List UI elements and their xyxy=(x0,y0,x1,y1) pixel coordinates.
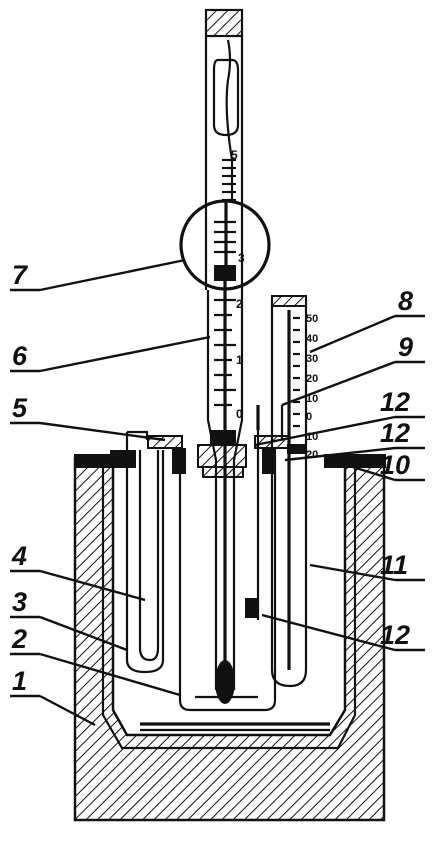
label-12-c: 12 xyxy=(380,620,410,650)
label-11: 11 xyxy=(380,550,408,580)
label-9: 9 xyxy=(398,332,413,362)
leader-lines xyxy=(10,258,425,727)
beckmann-tick-2: 2 xyxy=(236,297,243,311)
beckmann-tick-3: 3 xyxy=(238,251,245,265)
aux-scale-ticks xyxy=(293,316,300,428)
beckmann-tick-1: 1 xyxy=(236,353,243,367)
beckmann-bulb xyxy=(215,660,235,704)
aux-tick-20b: 20 xyxy=(306,449,318,461)
lid-left-step xyxy=(110,450,136,460)
outer-jacket xyxy=(73,456,386,822)
aux-tick-30: 30 xyxy=(306,353,318,365)
label-3: 3 xyxy=(12,587,27,617)
freezing-tube xyxy=(178,455,277,712)
beckmann-lower-ticks xyxy=(214,298,236,407)
stirrer-ring xyxy=(245,598,259,618)
beckmann-capillary xyxy=(225,39,234,200)
lid-right xyxy=(324,454,386,468)
beckmann-mid-ticks xyxy=(214,220,236,254)
label-5: 5 xyxy=(12,393,28,423)
label-7: 7 xyxy=(12,260,29,290)
cork-body xyxy=(202,466,244,478)
aux-tick-50: 50 xyxy=(306,313,318,325)
aux-tick-10a: 10 xyxy=(306,393,318,405)
aux-tick-20a: 20 xyxy=(306,373,318,385)
beckmann-tick-5: 5 xyxy=(231,148,238,162)
cork-right-block xyxy=(262,448,276,474)
beckmann-upper-stem xyxy=(204,36,244,290)
aux-thermometer xyxy=(270,300,308,688)
label-12-a: 12 xyxy=(380,387,410,417)
label-8: 8 xyxy=(398,286,413,316)
beckmann-lower-stem xyxy=(206,290,244,690)
beckmann-bulb-top xyxy=(214,265,236,281)
seal-small-1 xyxy=(287,444,307,454)
label-6: 6 xyxy=(12,341,28,371)
side-tube-inner xyxy=(138,450,160,662)
label-10: 10 xyxy=(380,450,410,480)
label-4: 4 xyxy=(11,541,27,571)
side-tube-outer xyxy=(125,432,165,674)
beckmann-tick-0: 0 xyxy=(236,407,243,421)
aux-tick-40: 40 xyxy=(306,333,318,345)
beckmann-upper-ticks xyxy=(222,158,236,202)
beckmann-top-cap xyxy=(204,8,244,38)
beckmann-reservoir xyxy=(212,58,240,137)
label-12-b: 12 xyxy=(380,418,410,448)
seal-small-2 xyxy=(210,430,236,444)
aux-thermometer-cap xyxy=(271,295,307,307)
cork-left-block xyxy=(172,448,186,474)
label-2: 2 xyxy=(11,624,27,654)
aux-tick-0: 0 xyxy=(306,411,312,423)
label-1: 1 xyxy=(12,666,27,696)
cork-stopper xyxy=(197,444,247,468)
